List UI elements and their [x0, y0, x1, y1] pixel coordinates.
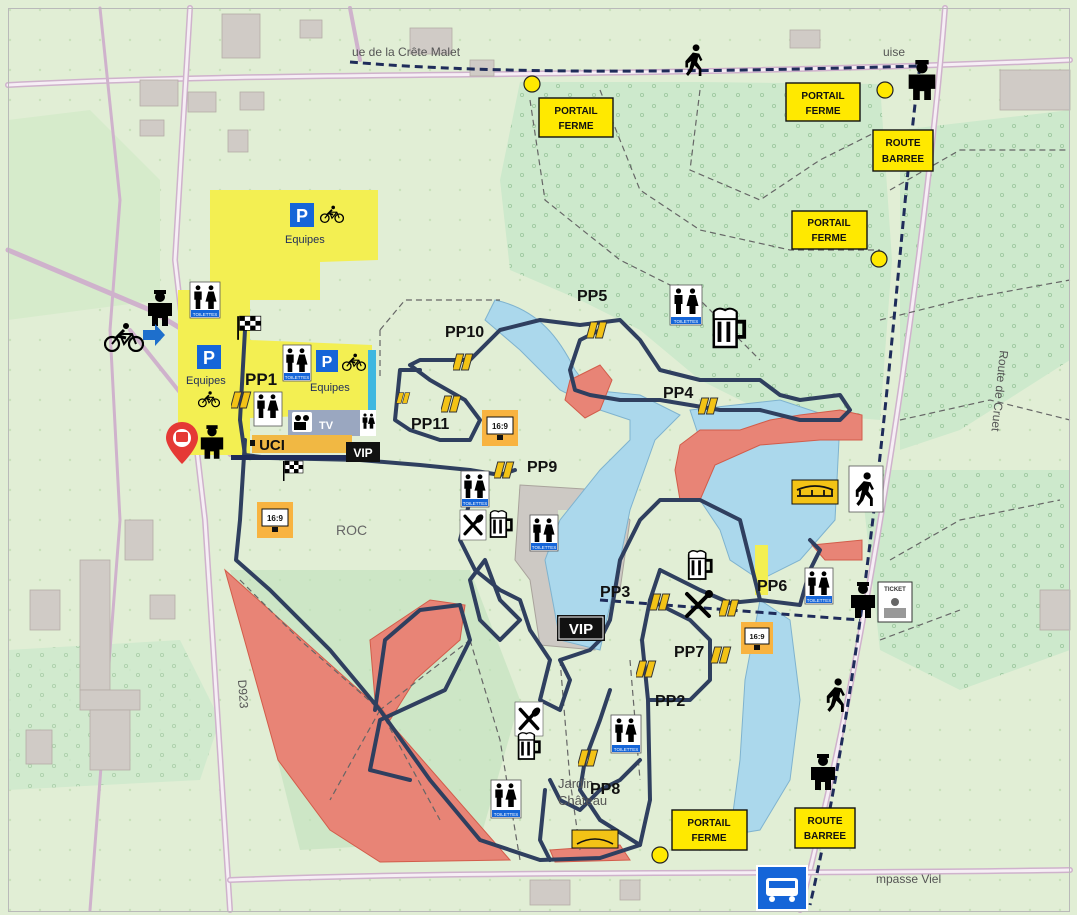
- svg-text:TOILETTES: TOILETTES: [193, 312, 217, 317]
- parking-icon-equipes-right: P Equipes: [310, 350, 366, 394]
- svg-text:FERME: FERME: [806, 106, 841, 117]
- bus-sign-icon: [756, 865, 808, 911]
- pit-label-pp5: PP5: [577, 288, 607, 305]
- svg-text:P: P: [322, 354, 333, 371]
- pedestrians: [685, 44, 884, 712]
- area-label-chateau: Château: [558, 793, 607, 808]
- race-course: [234, 318, 852, 862]
- svg-text:P: P: [203, 348, 215, 368]
- svg-text:16:9: 16:9: [492, 422, 509, 431]
- screen-icon-roc: 16:9: [257, 502, 293, 538]
- pit-label-pp7: PP7: [674, 644, 704, 661]
- toilets-icon-1: TOILETTES: [189, 281, 221, 319]
- svg-text:PORTAIL: PORTAIL: [554, 106, 597, 117]
- svg-text:TOILETTES: TOILETTES: [674, 319, 698, 324]
- street-label-north-right: uise: [883, 45, 905, 59]
- pit-labels: PP1 PP2 PP3 PP4 PP5 PP6 PP7 PP8 PP9 PP10…: [245, 288, 787, 798]
- svg-text:VIP: VIP: [353, 446, 372, 460]
- svg-text:FERME: FERME: [559, 121, 594, 132]
- pit-label-pp3: PP3: [600, 584, 630, 601]
- svg-text:16:9: 16:9: [267, 514, 284, 523]
- buildings: [25, 13, 1071, 906]
- pit-label-pp6: PP6: [757, 578, 787, 595]
- ticket-booth-icon: TICKET: [877, 581, 913, 623]
- toilets-icon-7: TOILETTES: [804, 567, 834, 605]
- vip-badge-chateau: VIP: [557, 615, 605, 641]
- pit-label-pp1: PP1: [245, 370, 277, 389]
- sign-portail-ferme-1: PORTAIL FERME: [538, 97, 614, 138]
- food-drink-icons: [459, 306, 747, 761]
- tv-zone: TV: [288, 350, 376, 436]
- parking-icon-equipes-left: P Equipes: [186, 345, 226, 408]
- street-label-north: ue de la Crête Malet: [352, 45, 461, 59]
- svg-text:TV: TV: [319, 420, 334, 432]
- svg-text:PORTAIL: PORTAIL: [687, 818, 730, 829]
- svg-text:BARREE: BARREE: [882, 154, 925, 165]
- toilets-icon-6: TOILETTES: [669, 284, 703, 326]
- pit-label-pp9: PP9: [527, 459, 557, 476]
- area-label-jardin: Jardin: [558, 776, 593, 791]
- uci-zone: UCI: [250, 435, 352, 454]
- svg-text:16:9: 16:9: [749, 632, 764, 641]
- sign-portail-ferme-3: PORTAIL FERME: [791, 210, 868, 250]
- pit-label-pp11: PP11: [411, 416, 449, 433]
- toilets-icon-8: TOILETTES: [610, 714, 642, 754]
- sign-route-barree-2: ROUTE BARREE: [794, 807, 856, 849]
- screen-icon-north: 16:9: [482, 410, 518, 446]
- bus-stop-marker: [166, 422, 198, 464]
- parking-label: Equipes: [285, 234, 325, 246]
- toilets-icon-4: TOILETTES: [460, 470, 490, 508]
- street-label-south: mpasse Viel: [876, 872, 941, 886]
- toilets-icon-9: TOILETTES: [490, 779, 522, 819]
- svg-text:VIP: VIP: [569, 621, 593, 638]
- screen-icon-east: 16:9: [741, 622, 773, 654]
- svg-text:FERME: FERME: [692, 833, 727, 844]
- svg-text:BARREE: BARREE: [804, 831, 847, 842]
- pit-label-pp4: PP4: [663, 385, 693, 402]
- toilets-icon-3: [253, 391, 283, 427]
- area-label-roc: ROC: [336, 522, 367, 538]
- toilets-icon-2: TOILETTES: [282, 344, 312, 382]
- pit-label-pp2: PP2: [655, 693, 685, 710]
- svg-text:TOILETTES: TOILETTES: [494, 812, 518, 817]
- parking-label: Equipes: [310, 382, 350, 394]
- svg-text:TOILETTES: TOILETTES: [532, 545, 556, 550]
- sign-route-barree-1: ROUTE BARREE: [872, 129, 934, 172]
- parking-label: Equipes: [186, 375, 226, 387]
- bridge-sign-south: [571, 829, 619, 849]
- svg-text:UCI: UCI: [259, 437, 285, 454]
- toilets-icon-5: TOILETTES: [529, 514, 559, 552]
- parking-icon-equipes-top: P Equipes: [285, 203, 344, 246]
- svg-text:TOILETTES: TOILETTES: [807, 598, 831, 603]
- svg-text:TOILETTES: TOILETTES: [285, 375, 309, 380]
- street-label-west: D923: [235, 679, 251, 709]
- svg-text:TICKET: TICKET: [884, 587, 906, 593]
- svg-text:FERME: FERME: [812, 233, 847, 244]
- bridge-sign: [791, 479, 839, 505]
- gate-markers: [523, 75, 894, 864]
- vip-badge-west: VIP: [346, 442, 380, 462]
- arrow-right-icon: [143, 324, 165, 346]
- svg-text:PORTAIL: PORTAIL: [801, 91, 844, 102]
- sign-portail-ferme-4: PORTAIL FERME: [671, 809, 748, 851]
- svg-text:ROUTE: ROUTE: [808, 816, 843, 827]
- svg-text:TOILETTES: TOILETTES: [614, 747, 638, 752]
- svg-text:ROUTE: ROUTE: [886, 138, 921, 149]
- pit-label-pp10: PP10: [445, 324, 484, 341]
- svg-text:PORTAIL: PORTAIL: [807, 218, 850, 229]
- sign-portail-ferme-2: PORTAIL FERME: [785, 82, 861, 122]
- pit-label-pp8: PP8: [590, 781, 620, 798]
- svg-text:TOILETTES: TOILETTES: [463, 501, 487, 506]
- cyclist-entrance: [104, 322, 165, 352]
- svg-text:P: P: [296, 206, 308, 226]
